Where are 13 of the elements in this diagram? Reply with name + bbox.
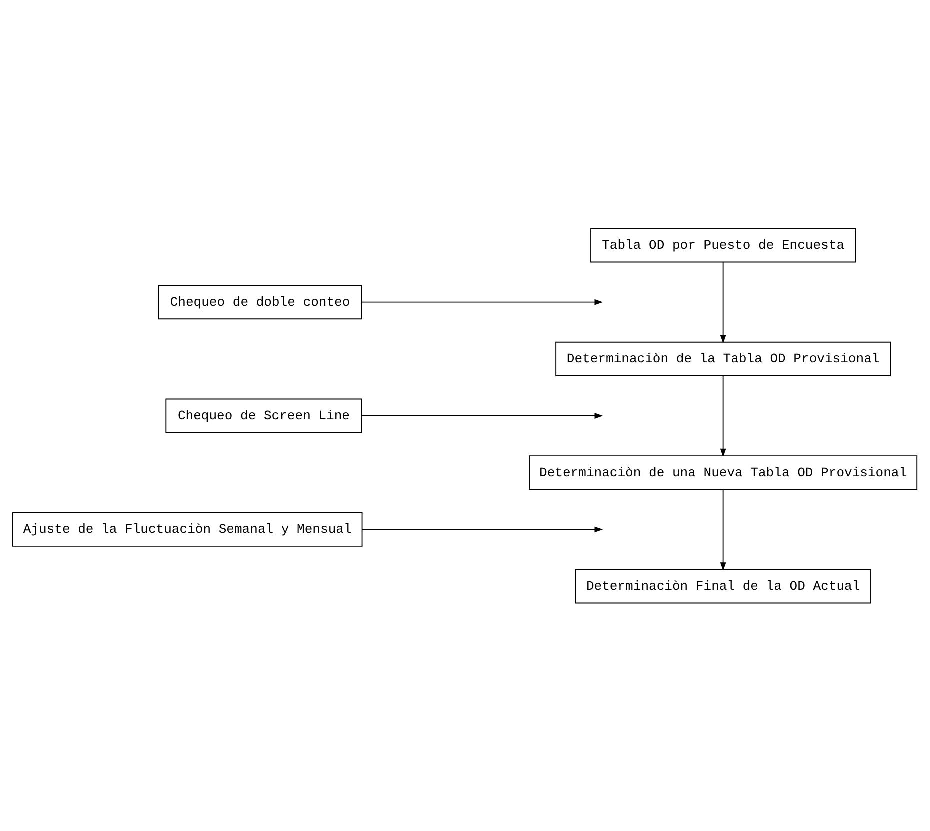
arrow [720,261,726,344]
arrow [362,412,604,418]
arrow [362,526,604,532]
node-box: Chequeo de Screen Line [166,398,362,433]
node-box: Chequeo de doble conteo [158,284,362,320]
node-box: Determinaciòn Final de la OD Actual [575,568,872,604]
node-box: Determinaciòn de una Nueva Tabla OD Provisional [529,455,918,490]
arrow [362,298,604,305]
node-box: Ajuste de la Fluctuaciòn Semanal y Mensual [12,512,363,546]
arrow [720,375,726,457]
node-box: Tabla OD por Puesto de Encuesta [590,228,856,262]
arrow [720,488,726,570]
node-box: Determinaciòn de la Tabla OD Provisional [556,341,892,376]
